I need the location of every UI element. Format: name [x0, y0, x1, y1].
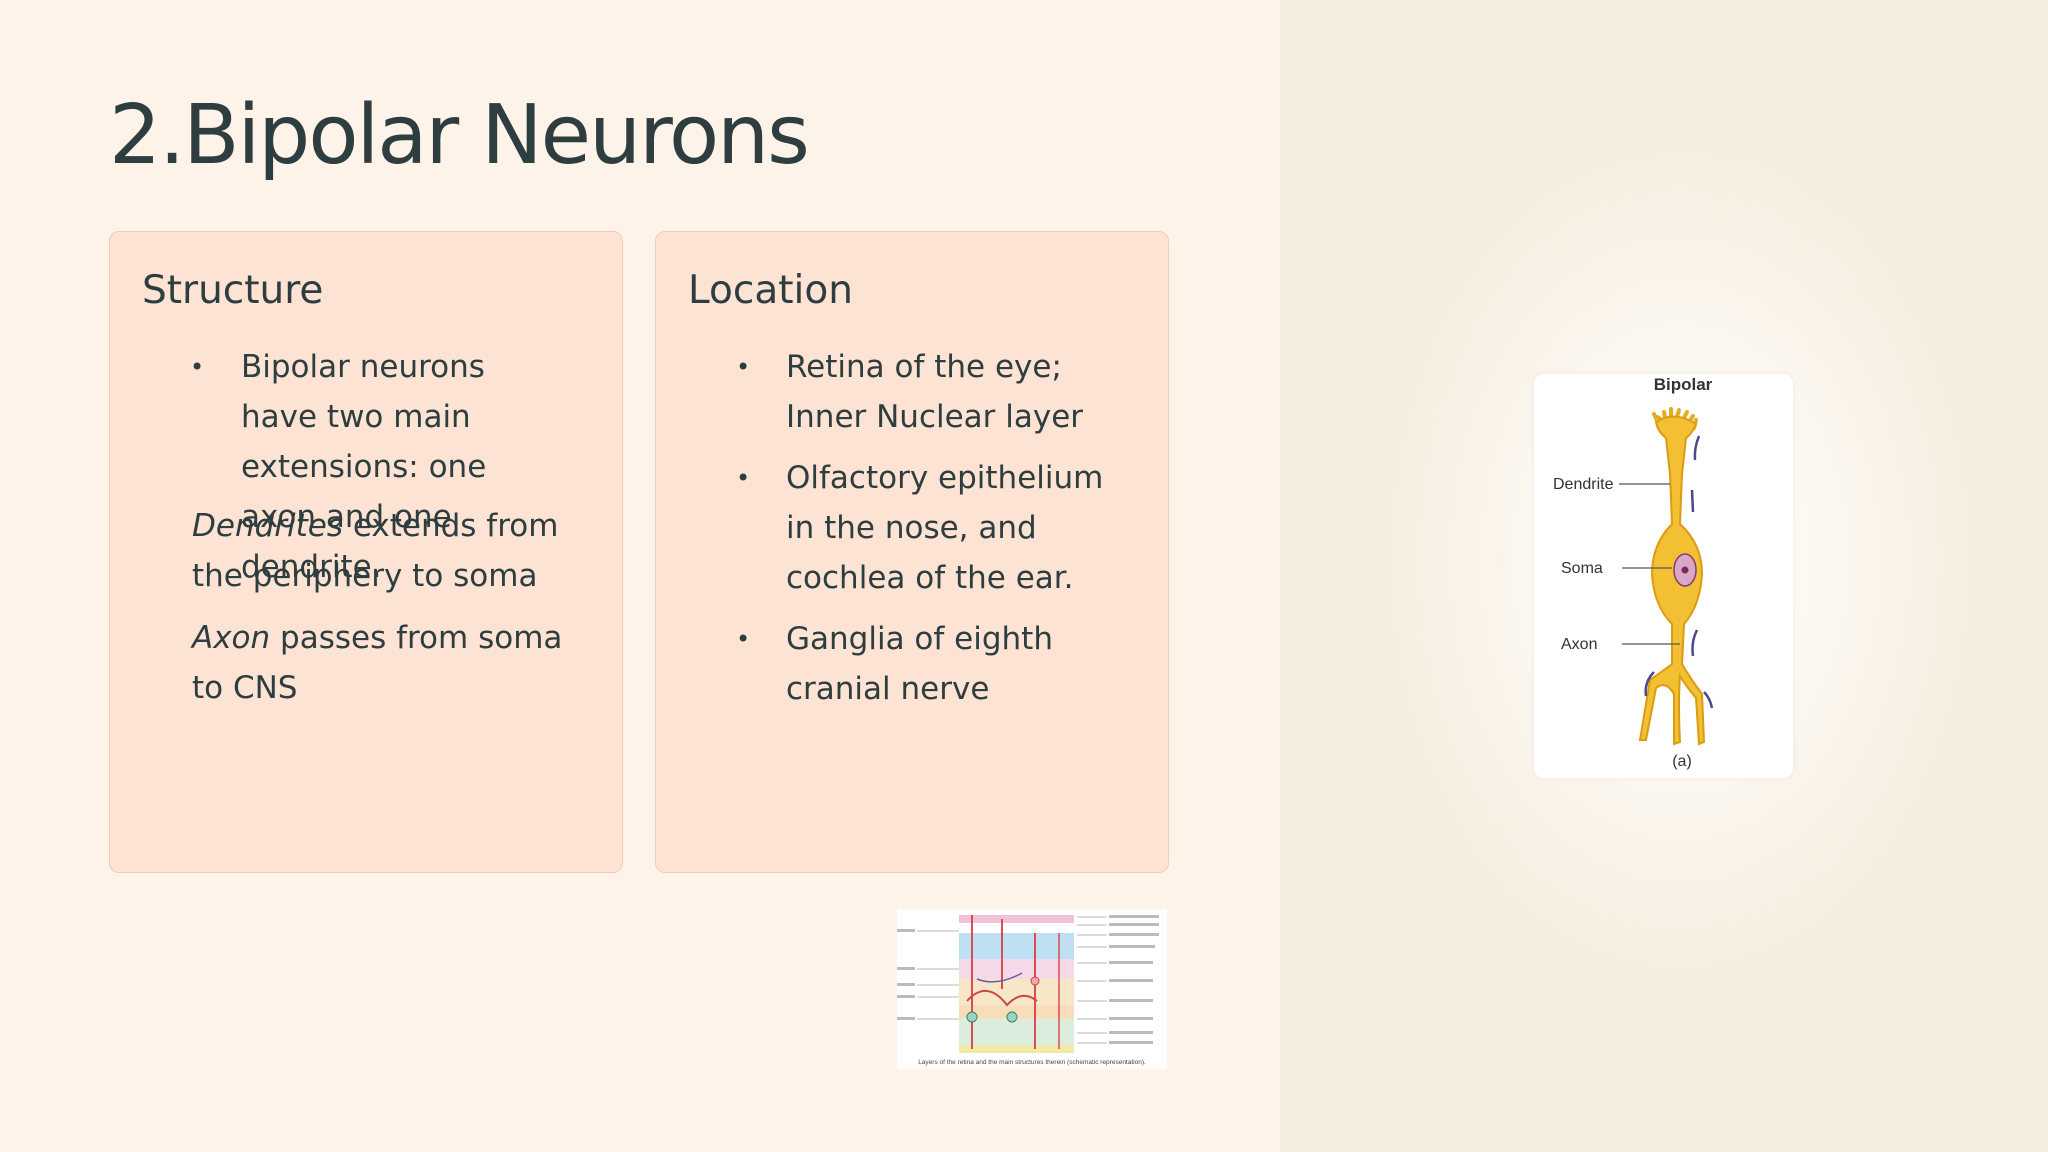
- retina-layers-figure: Layers of the retina and the main struct…: [897, 909, 1167, 1069]
- retina-layers-illustration: Layers of the retina and the main struct…: [897, 915, 1159, 1066]
- structure-bullet: Bipolar neurons have two main extensions…: [110, 342, 501, 592]
- arrow-icon: [1644, 671, 1655, 697]
- location-bullet-list: Retina of the eye; Inner Nuclear layer O…: [656, 342, 1141, 725]
- bipolar-neuron-figure: Bipolar Dendrite Soma Axon (a): [1534, 374, 1793, 778]
- location-bullet: Ganglia of eighth cranial nerve: [656, 614, 1141, 714]
- location-heading: Location: [688, 268, 853, 313]
- location-bullet: Retina of the eye; Inner Nuclear layer: [656, 342, 1141, 442]
- axon-term: Axon: [192, 620, 271, 656]
- figure-title: Bipolar: [1654, 375, 1713, 394]
- neuron-body: [1638, 415, 1706, 746]
- dendrites-text: extends from the periphery to soma: [192, 508, 559, 594]
- structure-bullet-list: Bipolar neurons have two main extensions…: [110, 342, 501, 603]
- arrow-icon: [1690, 489, 1695, 513]
- dendrite-label: Dendrite: [1553, 476, 1614, 493]
- arrow-icon: [1693, 435, 1701, 461]
- structure-card: Structure Bipolar neurons have two main …: [109, 231, 623, 873]
- nucleolus: [1681, 566, 1689, 574]
- axon-paragraph: Axon passes from soma to CNS: [192, 613, 592, 713]
- location-card: Location Retina of the eye; Inner Nuclea…: [655, 231, 1169, 873]
- slide-title: 2.Bipolar Neurons: [109, 88, 810, 183]
- figure-caption: (a): [1672, 753, 1692, 770]
- dendrites-term: Dendrites: [192, 508, 344, 544]
- dendrites-paragraph: Dendrites extends from the periphery to …: [192, 501, 592, 601]
- soma-label: Soma: [1561, 560, 1603, 577]
- arrow-icon: [1691, 629, 1699, 657]
- axon-label: Axon: [1561, 636, 1597, 653]
- axon-text: passes from soma to CNS: [192, 620, 563, 706]
- location-bullet: Olfactory epithelium in the nose, and co…: [656, 453, 1141, 603]
- structure-heading: Structure: [142, 268, 324, 313]
- retina-caption: Layers of the retina and the main struct…: [918, 1059, 1146, 1066]
- arrow-icon: [1703, 691, 1714, 709]
- dendrite-tips: [1652, 407, 1698, 430]
- bipolar-neuron-illustration: Bipolar Dendrite Soma Axon (a): [1553, 375, 1714, 770]
